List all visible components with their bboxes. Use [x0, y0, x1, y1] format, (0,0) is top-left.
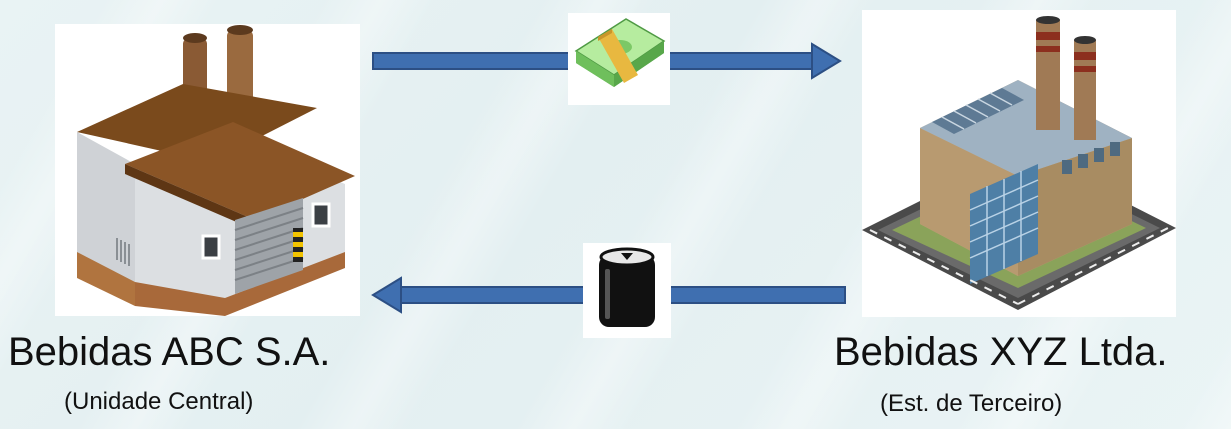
can-panel [583, 243, 671, 338]
right-company-subtitle: (Est. de Terceiro) [880, 390, 1063, 417]
left-factory-panel [55, 24, 360, 316]
right-factory-panel [862, 10, 1176, 317]
right-company-name: Bebidas XYZ Ltda. [834, 330, 1168, 374]
left-company-subtitle: (Unidade Central) [64, 388, 254, 415]
money-stack-icon [574, 18, 666, 87]
large-factory-icon [862, 16, 1176, 310]
left-company-name: Bebidas ABC S.A. [8, 330, 331, 374]
small-factory-icon [77, 25, 355, 316]
money-panel [568, 13, 670, 105]
beverage-can-icon [599, 247, 655, 327]
